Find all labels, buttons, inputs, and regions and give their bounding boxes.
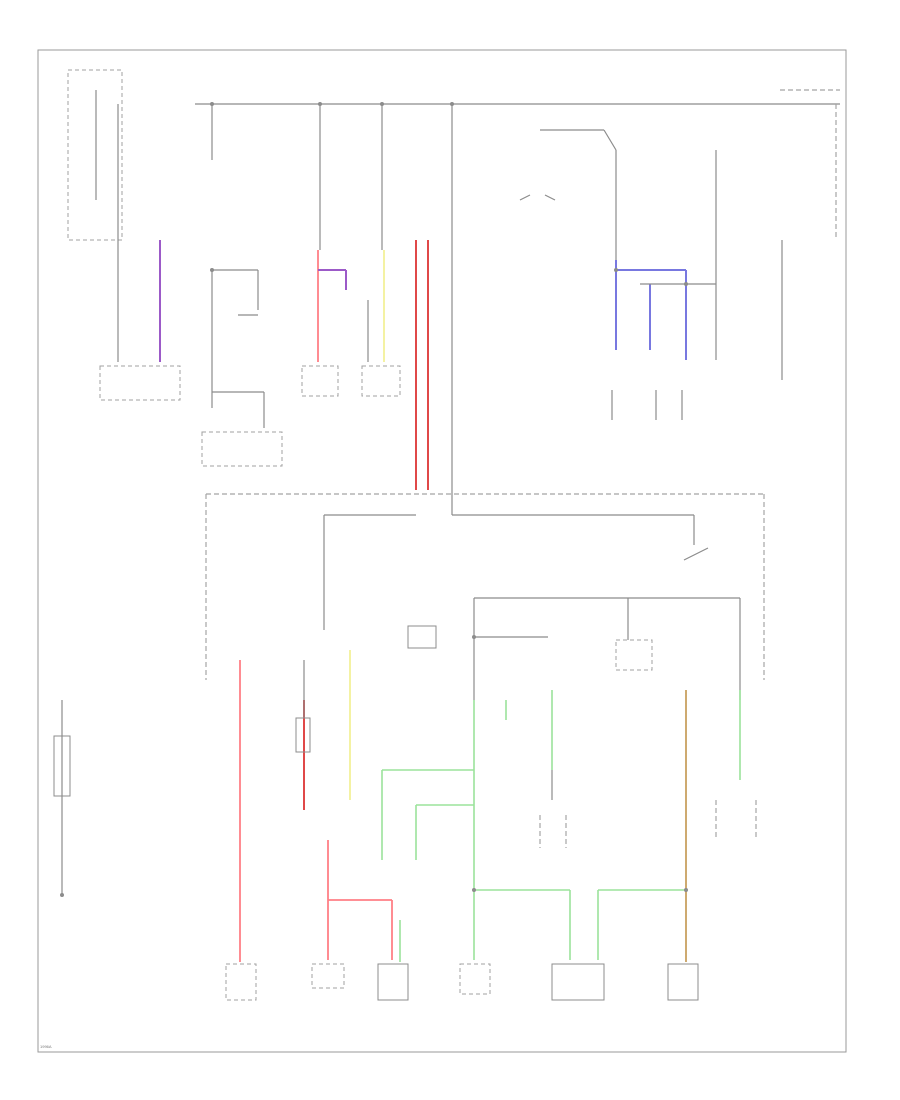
alternator: [99, 365, 181, 401]
footer-code: 1996A: [40, 1044, 52, 1049]
license-light-box: [551, 963, 605, 1001]
junction-dot: [472, 888, 476, 892]
tail-relay-switch: [683, 547, 709, 561]
tail-light-relay-box: [407, 625, 437, 649]
ac-control-relay: [201, 431, 283, 467]
diagram-frame: [37, 49, 847, 1053]
left-rear-lamp-box: [459, 963, 491, 995]
hl-switch-right: [544, 194, 556, 201]
dash-light-box: [615, 639, 653, 671]
junction-dot: [210, 268, 214, 272]
hl-wire-b: [603, 129, 617, 151]
junction-dot: [684, 888, 688, 892]
under-hood-fuse-box: [67, 69, 123, 241]
relay-mid-box: [361, 365, 401, 397]
battery: [53, 735, 71, 797]
junction-dot: [380, 102, 384, 106]
junction-dot: [614, 268, 618, 272]
junction-dot: [60, 893, 64, 897]
junction-dot: [472, 635, 476, 639]
hl-switch-left: [519, 194, 531, 201]
relay-left-box: [301, 365, 339, 397]
glove-box-light: [225, 963, 257, 1001]
junction-dot: [684, 282, 688, 286]
junction-dot: [450, 102, 454, 106]
junction-dot: [210, 102, 214, 106]
dimmer-box: [295, 717, 311, 753]
combination-switch-box: [311, 963, 345, 989]
dimmer-light-box: [377, 963, 409, 1001]
junction-dot: [318, 102, 322, 106]
right-rear-lamp-box: [667, 963, 699, 1001]
